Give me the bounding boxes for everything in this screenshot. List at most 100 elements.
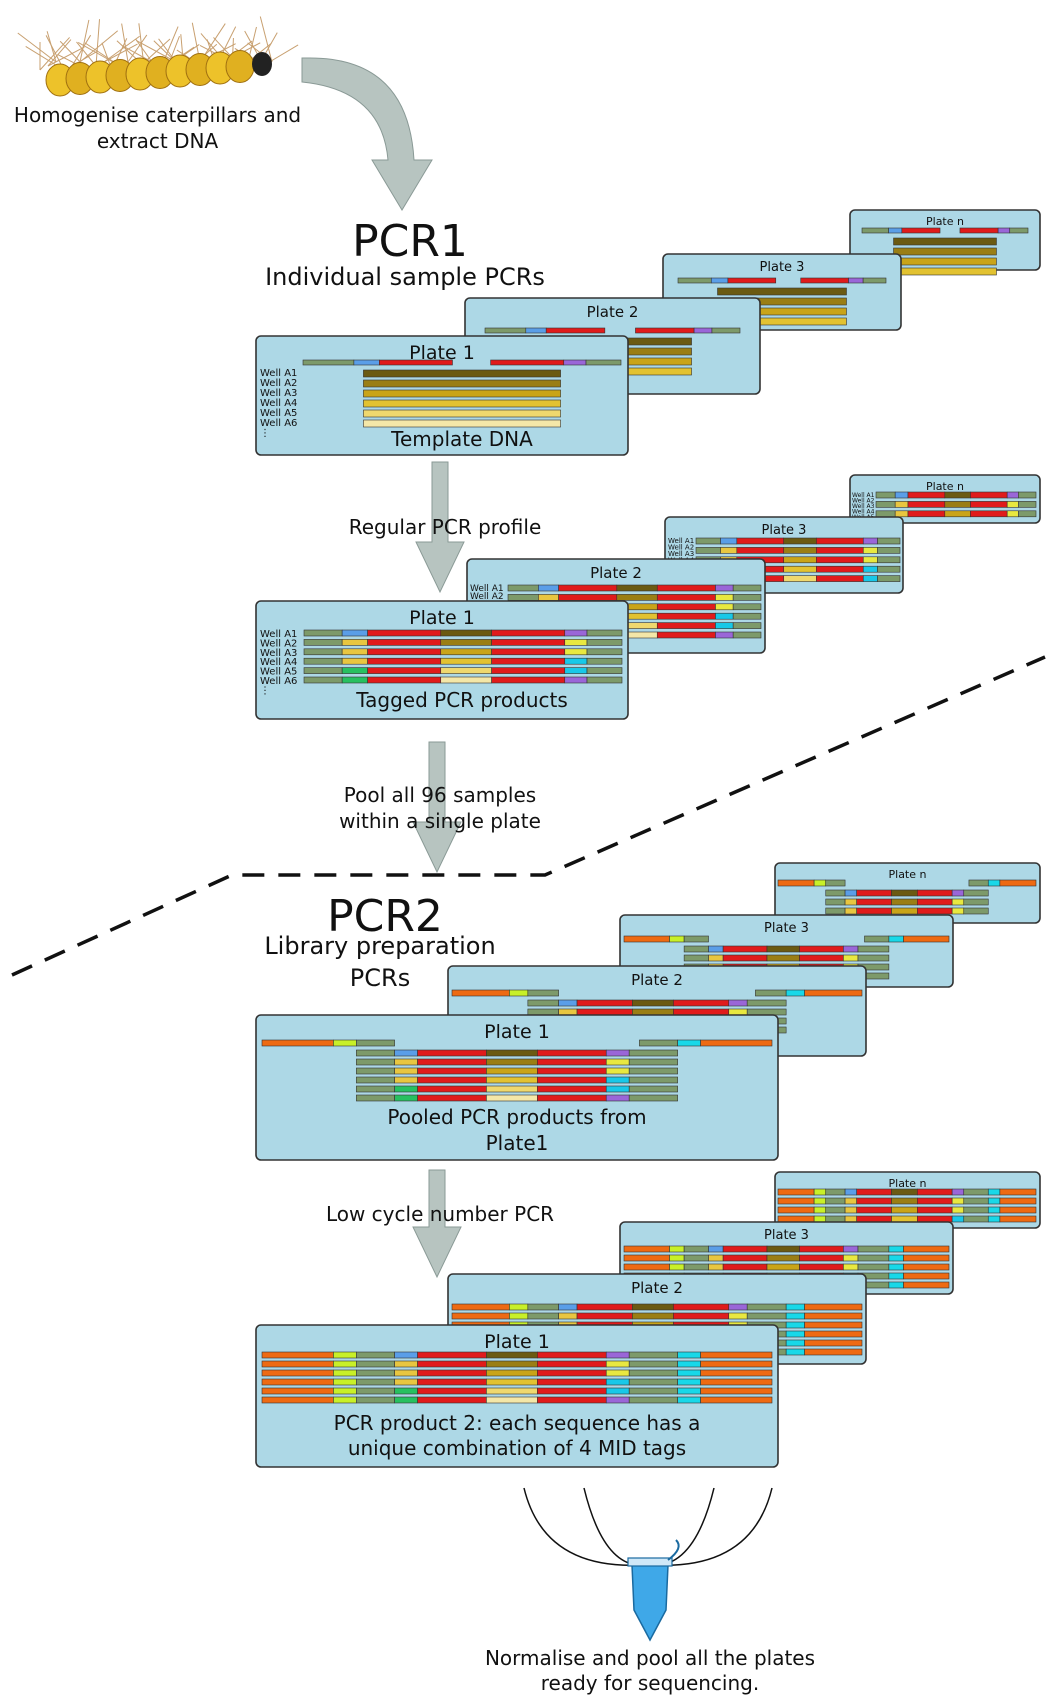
- primer: [628, 1351, 678, 1359]
- primer-red: [417, 1094, 487, 1102]
- tag-left: [538, 584, 559, 592]
- primer-red: [799, 945, 844, 953]
- tag-left: [844, 1206, 857, 1214]
- intro-line2: extract DNA: [96, 129, 219, 153]
- primer: [527, 1008, 559, 1016]
- primer: [356, 1058, 395, 1066]
- primer-red: [537, 1360, 607, 1368]
- adapter: [623, 1245, 670, 1253]
- mid-tag: [669, 1263, 685, 1271]
- primer: [963, 889, 989, 897]
- primer-red: [816, 565, 864, 573]
- plate-title: Plate 2: [590, 564, 642, 582]
- primer: [963, 907, 989, 915]
- primer: [877, 565, 901, 573]
- primer: [303, 629, 343, 637]
- caterpillar-hair: [17, 32, 57, 63]
- adapter: [777, 879, 815, 887]
- primer: [628, 1067, 678, 1075]
- caterpillar-hair: [136, 40, 177, 63]
- primer-red: [379, 359, 453, 366]
- mid-tag: [509, 1312, 529, 1320]
- primer: [825, 879, 846, 887]
- primer-red: [656, 612, 716, 620]
- primer-red: [417, 1396, 487, 1404]
- bottom-line1: Normalise and pool all the plates: [484, 1646, 816, 1670]
- mid-tag: [677, 1369, 701, 1377]
- adapter: [903, 1281, 950, 1289]
- tag-left: [394, 1351, 418, 1359]
- plate-title: Plate 2: [631, 1279, 683, 1297]
- mid-tag: [888, 1263, 904, 1271]
- caption-final-1: PCR product 2: each sequence has a: [334, 1411, 701, 1435]
- primer: [628, 1396, 678, 1404]
- insert: [944, 491, 971, 499]
- primer-red: [917, 1206, 953, 1214]
- intro-line1: Homogenise caterpillars and: [13, 103, 302, 127]
- mid-tag: [987, 879, 1001, 887]
- primer: [746, 1303, 787, 1311]
- insert: [486, 1360, 538, 1368]
- primer: [356, 1369, 395, 1377]
- primer: [732, 594, 762, 601]
- mid-tag: [888, 1281, 904, 1289]
- primer-red: [576, 999, 633, 1007]
- pooling-lines: [523, 1487, 773, 1567]
- primer-red: [417, 1369, 487, 1377]
- pcr1-subtitle: Individual sample PCRs: [265, 263, 545, 291]
- primer: [877, 556, 901, 564]
- primer: [303, 639, 343, 646]
- primer-red: [537, 1094, 607, 1102]
- template-strand: [893, 257, 997, 266]
- mid-tag: [785, 1321, 805, 1329]
- primer-tag: [693, 327, 713, 334]
- primer-red: [417, 1085, 487, 1093]
- caterpillar-hair: [47, 39, 72, 67]
- tag-right: [564, 676, 588, 684]
- pcr2-subtitle-line2: PCRs: [349, 964, 411, 992]
- template-strand: [363, 369, 561, 378]
- well-label: Well A2: [668, 544, 694, 552]
- primer: [862, 277, 887, 284]
- template-strand: [363, 419, 561, 428]
- primer: [875, 510, 896, 518]
- primer-red: [917, 889, 953, 897]
- adapter: [777, 1197, 815, 1205]
- plate-title: Plate 2: [587, 303, 639, 321]
- primer: [628, 1058, 678, 1066]
- step-low-cycle-pcr: Low cycle number PCR: [325, 1202, 555, 1226]
- plate-title: Plate 1: [409, 342, 475, 364]
- well-label: Well A1: [668, 537, 694, 545]
- mid-tag: [785, 1339, 805, 1347]
- primer-red: [856, 1188, 892, 1196]
- insert: [944, 501, 971, 508]
- insert: [891, 898, 918, 906]
- primer: [527, 989, 559, 997]
- tag-left: [844, 898, 857, 906]
- tag-right: [605, 1067, 630, 1075]
- primer-red: [367, 676, 442, 684]
- template-strand: [363, 399, 561, 408]
- primer: [303, 648, 343, 656]
- insert: [891, 889, 918, 897]
- adapter: [999, 1215, 1037, 1223]
- tag-right: [843, 1263, 859, 1271]
- adapter: [804, 1348, 863, 1356]
- caption-template: Template DNA: [390, 427, 533, 451]
- primer-red: [856, 1215, 892, 1223]
- primer-red: [673, 1008, 730, 1016]
- primer-tag: [848, 277, 864, 284]
- primer-red: [537, 1067, 607, 1075]
- tag-left: [394, 1067, 418, 1075]
- primer-red: [816, 575, 864, 582]
- primer-red: [367, 667, 442, 674]
- mid-tag: [987, 1206, 1001, 1214]
- insert: [891, 1206, 918, 1214]
- primer: [1018, 510, 1037, 518]
- tag-left: [341, 639, 368, 646]
- well-label: Well A1: [470, 584, 504, 594]
- primer-tag: [525, 327, 547, 334]
- primer: [963, 1206, 989, 1214]
- adapter: [777, 1206, 815, 1214]
